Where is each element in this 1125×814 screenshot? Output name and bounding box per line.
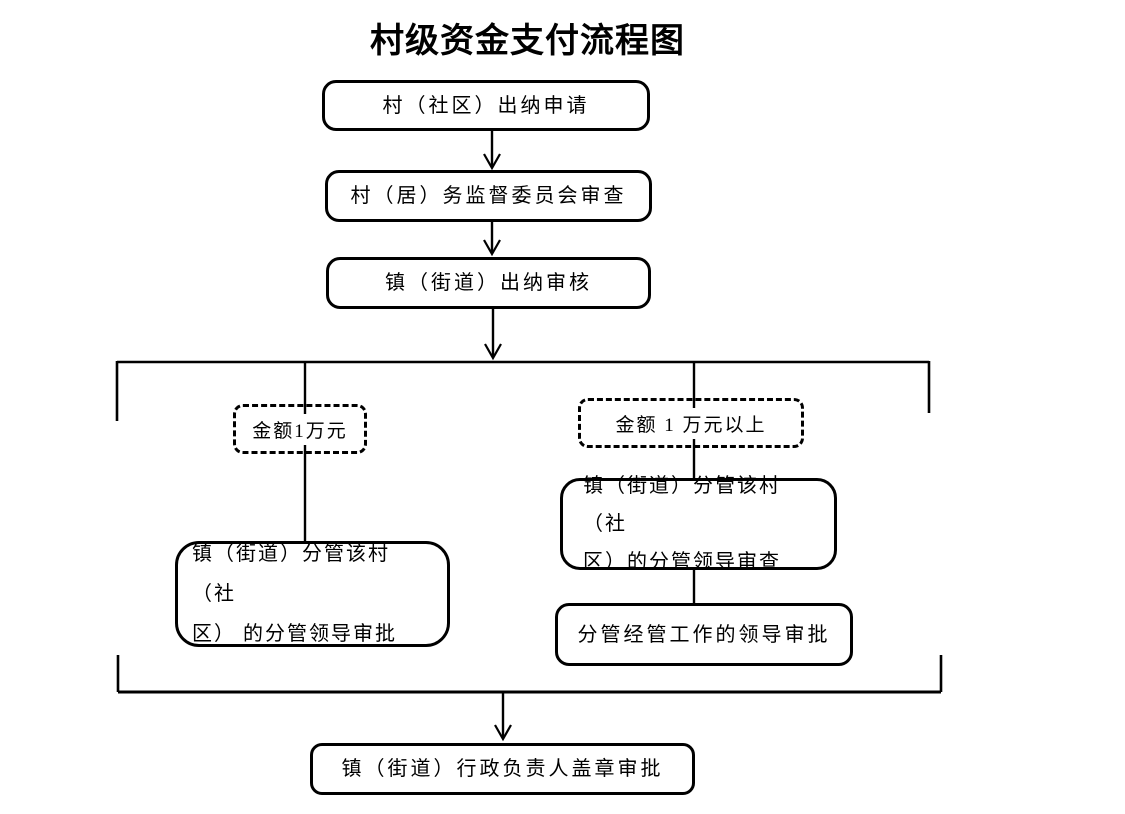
arrow-merge-to-final <box>494 692 512 742</box>
arrow-committee-to-cashier <box>483 222 501 257</box>
node-town-cashier-check: 镇（街道）出纳审核 <box>326 257 651 309</box>
condition-amount-over-10k-label: 金额 1 万元以上 <box>610 407 772 439</box>
page-title: 村级资金支付流程图 <box>370 22 685 60</box>
arrow-apply-to-committee <box>483 131 501 171</box>
node-mgmt-leader-approve: 分管经管工作的领导审批 <box>555 603 853 666</box>
merge-bracket <box>116 655 943 694</box>
split-bracket <box>115 360 931 421</box>
arrow-cashier-to-split <box>484 309 502 361</box>
node-village-cashier-apply: 村（社区）出纳申请 <box>322 80 650 131</box>
node-supervision-committee-review: 村（居）务监督委员会审查 <box>325 170 652 222</box>
condition-amount-10k-label: 金额1万元 <box>247 413 353 445</box>
node-town-leader-review: 镇（街道）分管该村（社 区）的分管领导审查 <box>560 475 837 573</box>
condition-amount-10k: 金额1万元 <box>233 404 367 454</box>
node-town-leader-approve: 镇（街道）分管该村（社 区） 的分管领导审批 <box>175 541 450 647</box>
node-admin-head-seal-approve: 镇（街道）行政负责人盖章审批 <box>310 743 695 795</box>
condition-amount-over-10k: 金额 1 万元以上 <box>578 398 804 448</box>
